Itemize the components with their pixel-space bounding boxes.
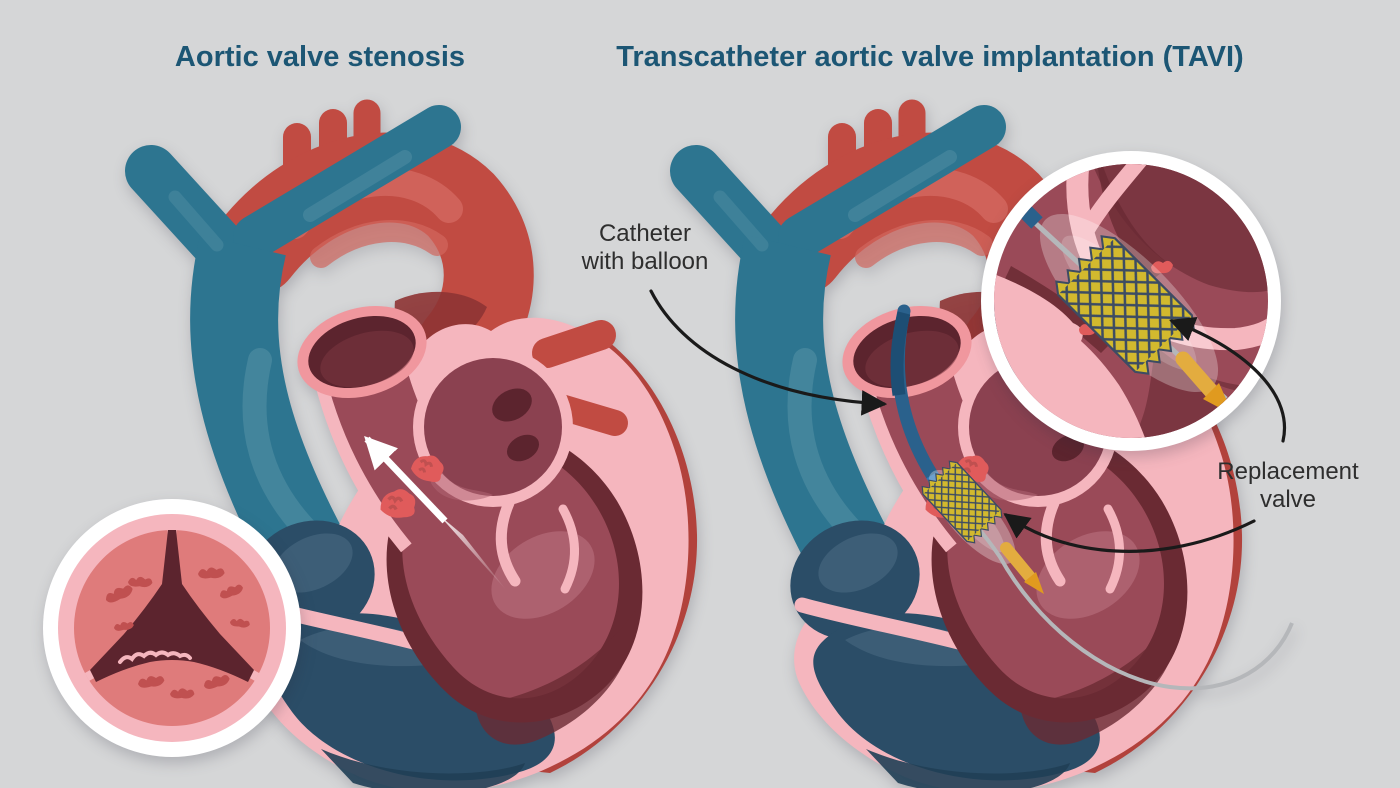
stenotic-valve-inset <box>43 499 301 757</box>
right-panel-title: Transcatheter aortic valve implantation … <box>616 41 1244 73</box>
nose-cone-tip <box>1024 572 1044 594</box>
tavi-heart-illustration <box>696 113 1292 788</box>
replacement-valve-magnifier-inset <box>981 151 1281 451</box>
restricted-blood-flow-arrow <box>364 435 507 591</box>
nose-cone-shaft <box>1000 542 1036 583</box>
guidewire <box>946 495 1294 691</box>
replacement-valve-inset-arrow <box>1169 317 1286 443</box>
calcium-nub <box>1151 260 1173 274</box>
stenosis-heart-illustration <box>151 113 697 788</box>
nose-cone-shaft <box>1175 351 1219 399</box>
narrowed-valve-opening <box>90 530 254 682</box>
replacement-label-line2: valve <box>1259 486 1317 513</box>
replacement-valve-heart-arrow <box>1003 513 1256 553</box>
valve-opening-edge <box>118 650 192 664</box>
catheter-assembly <box>890 304 1294 691</box>
replacement-valve-label: Replacement valve <box>1185 458 1391 514</box>
catheter-pointer-arrow <box>649 289 888 416</box>
coronary-branch <box>1078 164 1148 238</box>
catheter-shaft-shadow <box>890 311 911 396</box>
catheter-with-balloon-label: Catheter with balloon <box>544 220 746 276</box>
catheter-label-line2: with balloon <box>581 248 709 275</box>
replacement-label-line1: Replacement <box>1217 458 1359 485</box>
left-panel-title: Aortic valve stenosis <box>174 41 466 73</box>
catheter-label-line1: Catheter <box>598 220 692 247</box>
annotation-arrows <box>649 289 1286 553</box>
